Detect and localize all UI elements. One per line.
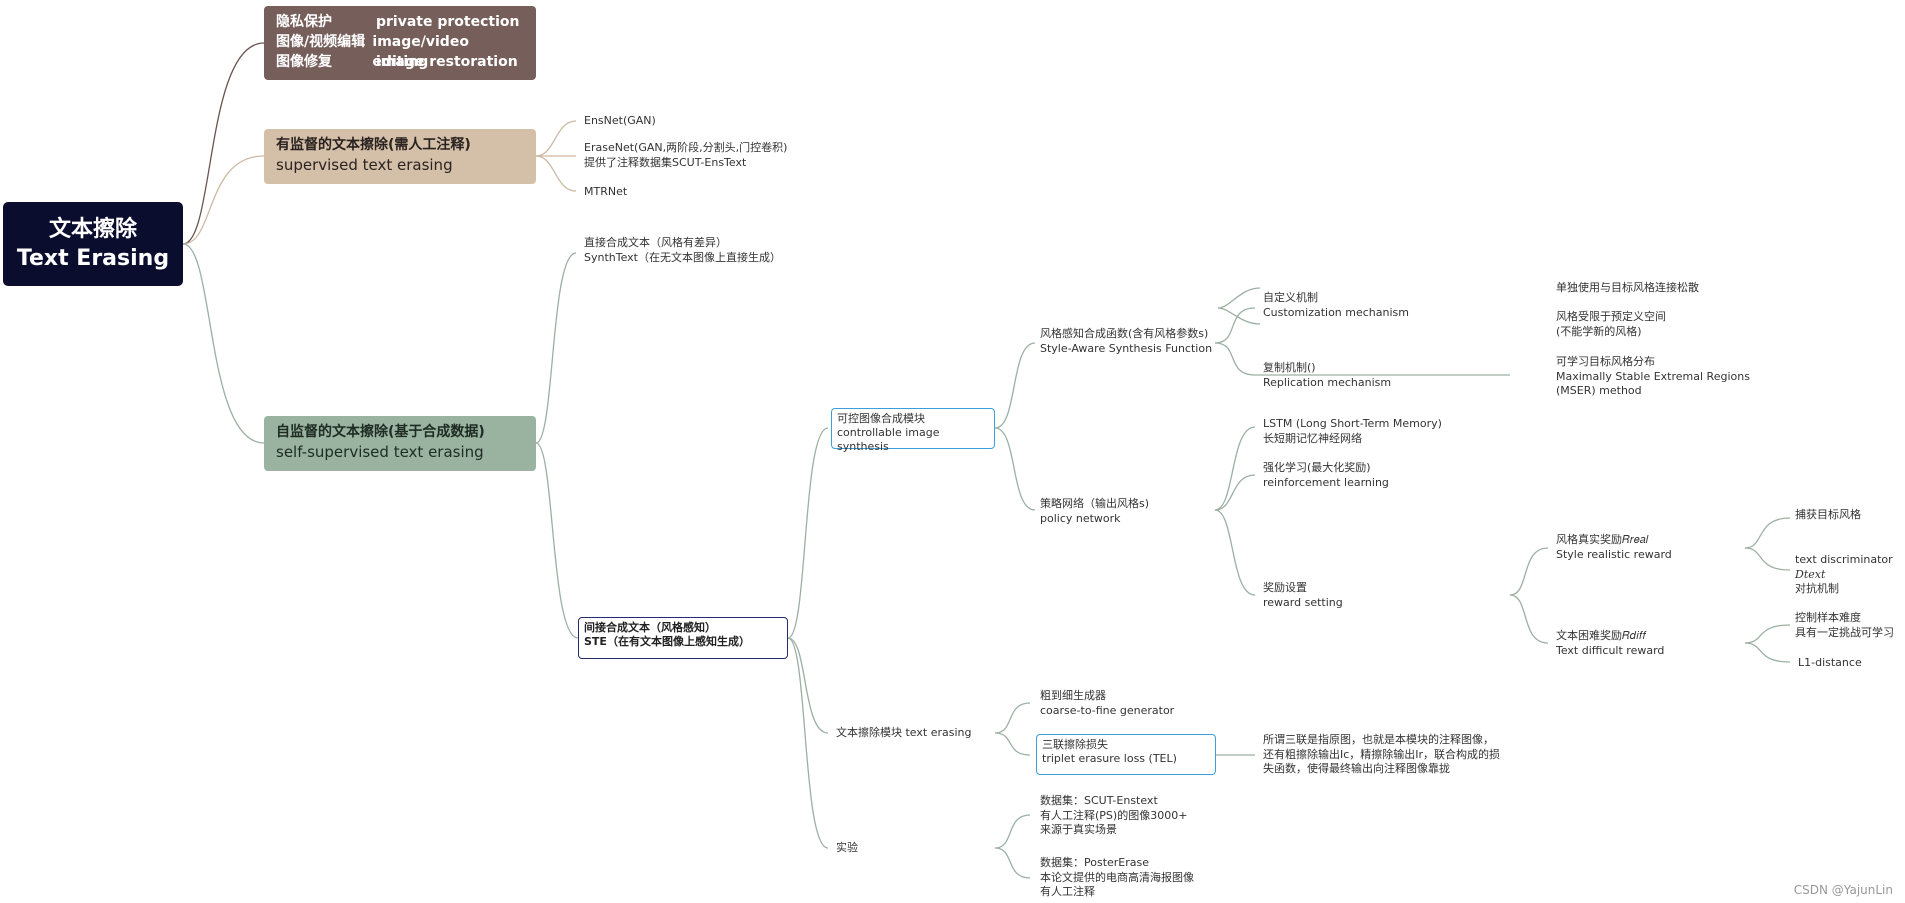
supervised-title-zh: 有监督的文本擦除(需人工注释) [276, 137, 471, 153]
tel-note-3: 失函数，使得最终输出向注释图像靠拢 [1263, 762, 1450, 775]
direct-synthesis-node[interactable]: 直接合成文本（风格有差异） SynthText（在无文本图像上直接生成） [584, 236, 781, 265]
application-zh: 图像/视频编辑 [276, 34, 366, 50]
style-reward-notes: text discriminator 𝐷𝑡𝑒𝑥𝑡 对抗机制 [1795, 553, 1893, 597]
policy-network-en: policy network [1040, 511, 1121, 525]
dataset-scut-node[interactable]: 数据集：SCUT-Enstext 有人工注释(PS)的图像3000+ 来源于真实… [1040, 794, 1187, 838]
replication-note-3: (MSER) method [1556, 384, 1642, 397]
watermark: CSDN @YajunLin [1793, 883, 1893, 897]
applications-node[interactable]: 隐私保护 private protection 图像/视频编辑 image/vide… [264, 6, 536, 80]
customization-note-2b: (不能学新的风格) [1556, 324, 1642, 338]
supervised-node[interactable]: 有监督的文本擦除(需人工注释) supervised text erasing [264, 129, 536, 184]
dataset-scut-1: 数据集：SCUT-Enstext [1040, 794, 1158, 807]
synthesis-module-en: controllable image synthesis [837, 426, 940, 453]
rl-zh: 强化学习(最大化奖励) [1263, 461, 1371, 474]
style-function-node[interactable]: 风格感知合成函数(含有风格参数s) Style-Aware Synthesis … [1040, 327, 1212, 356]
application-zh: 图像修复 [276, 54, 332, 70]
style-function-en: Style-Aware Synthesis Function [1040, 341, 1213, 355]
dataset-postererase-3: 有人工注释 [1040, 885, 1095, 898]
supervised-item-erasenet[interactable]: EraseNet(GAN,两阶段,分割头,门控卷积) [584, 141, 788, 154]
style-function-zh: 风格感知合成函数(含有风格参数s) [1040, 327, 1209, 340]
customization-node[interactable]: 自定义机制 Customization mechanism [1263, 291, 1409, 320]
tel-note-1: 所谓三联是指原图，也就是本模块的注释图像， [1263, 733, 1494, 746]
ste-node[interactable]: 间接合成文本（风格感知） STE（在有文本图像上感知生成） [578, 617, 788, 659]
ste-title-zh: 间接合成文本（风格感知） [584, 621, 716, 634]
difficult-reward-note-1: 控制样本难度 [1795, 611, 1861, 624]
self-supervised-title-zh: 自监督的文本擦除(基于合成数据) [276, 424, 485, 440]
synthesis-module-zh: 可控图像合成模块 [837, 412, 925, 425]
customization-zh: 自定义机制 [1263, 291, 1318, 304]
ste-title-en: STE（在有文本图像上感知生成） [584, 635, 750, 648]
coarse-generator-en: coarse-to-fine generator [1040, 703, 1175, 717]
application-zh: 隐私保护 [276, 14, 332, 30]
difficult-reward-notes: 控制样本难度 具有一定挑战可学习 [1795, 611, 1894, 640]
tel-note-2: 还有粗擦除输出Ic，精擦除输出Ir，联合构成的损 [1263, 747, 1501, 761]
difficult-reward-note-2: 具有一定挑战可学习 [1795, 625, 1894, 639]
reward-setting-zh: 奖励设置 [1263, 581, 1307, 594]
policy-network-zh: 策略网络（输出风格s) [1040, 497, 1150, 510]
replication-zh: 复制机制() [1263, 361, 1316, 374]
synthesis-module-node[interactable]: 可控图像合成模块 controllable image synthesis [831, 408, 995, 453]
root-title-zh: 文本擦除 [48, 217, 137, 242]
root-title-en: Text Erasing [16, 246, 170, 271]
difficult-reward-zh: 文本困难奖励𝑅𝑑𝑖𝑓𝑓 [1556, 629, 1646, 642]
customization-note-2: 风格受限于预定义空间 (不能学新的风格) [1556, 310, 1666, 339]
reward-setting-node[interactable]: 奖励设置 reward setting [1263, 581, 1343, 610]
tel-note: 所谓三联是指原图，也就是本模块的注释图像， 还有粗擦除输出Ic，精擦除输出Ir，… [1263, 733, 1500, 777]
self-supervised-node[interactable]: 自监督的文本擦除(基于合成数据) self-supervised text er… [264, 416, 536, 471]
supervised-item-dataset[interactable]: 提供了注释数据集SCUT-EnsText [584, 156, 747, 169]
replication-note-1: 可学习目标风格分布 [1556, 355, 1655, 368]
dataset-postererase-1: 数据集：PosterErase [1040, 856, 1150, 869]
dataset-scut-3: 来源于真实场景 [1040, 823, 1117, 836]
style-reward-note-2: text discriminator [1795, 553, 1893, 566]
style-reward-zh: 风格真实奖励𝑅𝑟𝑒𝑎𝑙 [1556, 533, 1649, 546]
style-reward-node[interactable]: 风格真实奖励𝑅𝑟𝑒𝑎𝑙 Style realistic reward [1556, 533, 1672, 562]
lstm-node[interactable]: LSTM (Long Short-Term Memory) 长短期记忆神经网络 [1263, 417, 1442, 446]
application-item: 图像修复 image restoration [276, 52, 524, 72]
dataset-postererase-2: 本论文提供的电商高清海报图像 [1040, 870, 1194, 884]
dataset-postererase-node[interactable]: 数据集：PosterErase 本论文提供的电商高清海报图像 有人工注释 [1040, 856, 1194, 900]
style-reward-en: Style realistic reward [1556, 547, 1672, 561]
tel-en: triplet erasure loss (TEL) [1042, 752, 1177, 765]
tel-zh: 三联擦除损失 [1042, 738, 1108, 751]
experiment-node[interactable]: 实验 [836, 841, 858, 854]
direct-synthesis-en: SynthText（在无文本图像上直接生成） [584, 250, 781, 264]
application-item: 隐私保护 private protection [276, 12, 524, 32]
style-reward-note-3: 𝐷𝑡𝑒𝑥𝑡 [1795, 567, 1826, 581]
supervised-item-ensnet[interactable]: EnsNet(GAN) [584, 114, 656, 127]
customization-note-1: 单独使用与目标风格连接松散 [1556, 281, 1699, 294]
application-en: private protection [376, 14, 520, 30]
replication-note-2: Maximally Stable Extremal Regions [1556, 369, 1750, 383]
reward-setting-en: reward setting [1263, 595, 1343, 609]
customization-note-2a: 风格受限于预定义空间 [1556, 310, 1666, 323]
rl-node[interactable]: 强化学习(最大化奖励) reinforcement learning [1263, 461, 1389, 490]
coarse-generator-zh: 粗到细生成器 [1040, 689, 1106, 702]
customization-en: Customization mechanism [1263, 305, 1409, 319]
replication-en: Replication mechanism [1263, 375, 1392, 389]
lstm-zh: 长短期记忆神经网络 [1263, 431, 1362, 445]
tel-node[interactable]: 三联擦除损失 triplet erasure loss (TEL) [1036, 734, 1216, 775]
dataset-scut-2: 有人工注释(PS)的图像3000+ [1040, 808, 1188, 822]
replication-node[interactable]: 复制机制() Replication mechanism [1263, 361, 1391, 390]
rl-en: reinforcement learning [1263, 475, 1389, 489]
self-supervised-title-en: self-supervised text erasing [276, 443, 484, 461]
application-en: image restoration [376, 54, 518, 70]
difficult-reward-node[interactable]: 文本困难奖励𝑅𝑑𝑖𝑓𝑓 Text difficult reward [1556, 629, 1664, 658]
direct-synthesis-zh: 直接合成文本（风格有差异） [584, 236, 727, 249]
style-reward-note-4: 对抗机制 [1795, 582, 1839, 595]
lstm-en: LSTM (Long Short-Term Memory) [1263, 417, 1442, 430]
erasing-module-node[interactable]: 文本擦除模块 text erasing [836, 726, 972, 739]
root-node[interactable]: 文本擦除 Text Erasing [3, 202, 183, 286]
application-item: 图像/视频编辑 image/video editing [276, 32, 524, 70]
supervised-item-mtrnet[interactable]: MTRNet [584, 185, 628, 198]
difficult-reward-note-3: L1-distance [1798, 656, 1862, 669]
application-en: image/video editing [372, 34, 469, 70]
coarse-generator-node[interactable]: 粗到细生成器 coarse-to-fine generator [1040, 689, 1174, 718]
policy-network-node[interactable]: 策略网络（输出风格s) policy network [1040, 497, 1149, 526]
difficult-reward-en: Text difficult reward [1556, 643, 1665, 657]
supervised-title-en: supervised text erasing [276, 156, 453, 174]
replication-notes: 可学习目标风格分布 Maximally Stable Extremal Regi… [1556, 355, 1750, 399]
style-reward-note-1: 捕获目标风格 [1795, 508, 1861, 521]
